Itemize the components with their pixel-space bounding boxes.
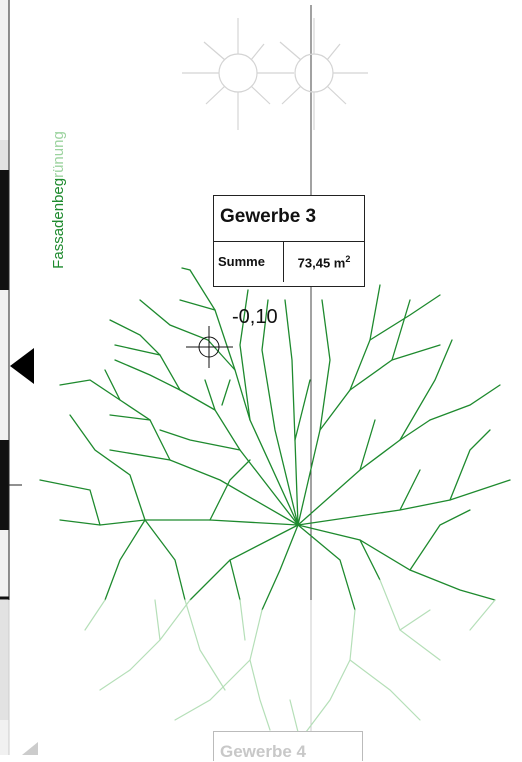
- next-room-label[interactable]: Gewerbe 4: [213, 731, 363, 761]
- room-label-title: Gewerbe 3: [214, 196, 364, 242]
- room-label-box[interactable]: Gewerbe 3 Summe 73,45 m2: [213, 195, 365, 287]
- tree-crown-faded: [84, 579, 496, 741]
- room-label-sum-unit: 2: [345, 254, 351, 264]
- room-label-sum-label: Summe: [214, 242, 284, 282]
- sidebar-title-light: rünung: [50, 131, 67, 178]
- panel-segment-2: [0, 600, 9, 720]
- panel-dark-segment-2: [0, 440, 9, 530]
- sidebar-title-dark: Fassadenbeg: [50, 177, 67, 269]
- collapse-panel-arrow-icon[interactable]: [10, 348, 34, 384]
- room-label-sum-value: 73,45 m: [297, 255, 346, 271]
- panel-segment: [0, 140, 9, 180]
- left-panel-strip: [0, 0, 9, 755]
- collapse-arrow-faded-icon[interactable]: [22, 742, 38, 755]
- tree-crown-symbol: [39, 267, 511, 611]
- shrub-symbols: [182, 18, 368, 130]
- survey-point-crosshair: [186, 326, 233, 368]
- panel-dark-segment: [0, 170, 9, 290]
- level-marker: -0,10: [232, 306, 278, 328]
- sidebar-title: Fassadenbegrünung: [50, 100, 70, 300]
- room-label-sum: 73,45 m2: [284, 242, 364, 282]
